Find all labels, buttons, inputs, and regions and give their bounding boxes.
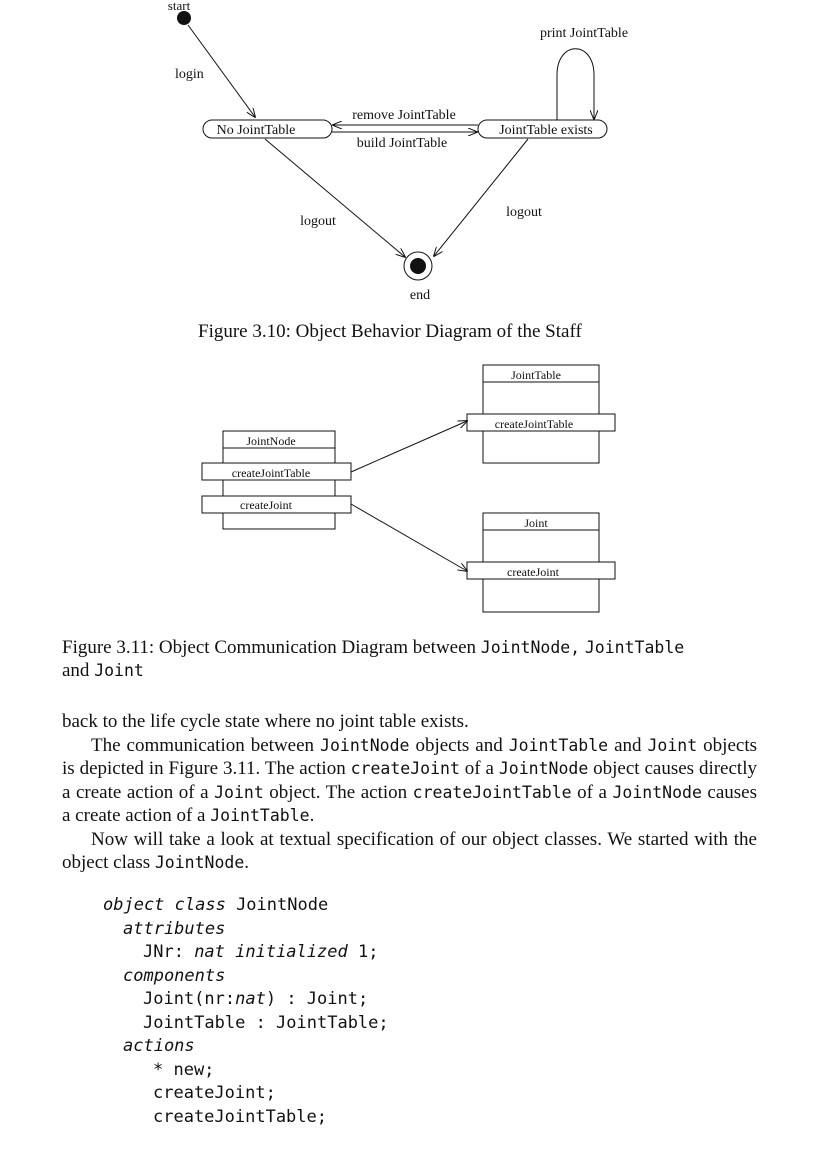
- comm-arrow-createjointtable: [350, 421, 467, 473]
- code-l8: * new;: [153, 1059, 215, 1080]
- p2-t5: of a: [459, 758, 499, 779]
- paragraph-2: The communication between JointNode obje…: [62, 734, 757, 828]
- code-line-8: * new;: [103, 1059, 389, 1083]
- code-line-4: components: [103, 965, 389, 989]
- start-node: [177, 11, 191, 25]
- fig311-caption-code3: Joint: [94, 661, 144, 680]
- joint-title: Joint: [524, 516, 548, 530]
- p2-t4: objects is depicted in Figure 3.11. The …: [62, 734, 757, 780]
- jointtable-action1-label: createJointTable: [495, 417, 573, 431]
- code-l5-a: Joint(nr:: [143, 989, 236, 1009]
- login-arrow: [187, 24, 255, 117]
- logout-right-label: logout: [506, 205, 542, 220]
- fig311-caption-mid: and: [62, 660, 90, 681]
- p2-t7: object. The action: [263, 781, 413, 803]
- p3-c1: JointNode: [154, 853, 245, 872]
- login-label: login: [175, 67, 204, 82]
- paragraph-1: back to the life cycle state where no jo…: [62, 711, 469, 732]
- p2-c9: JointTable: [210, 806, 310, 825]
- print-loop-arrow: [556, 48, 594, 120]
- joint-action1-label: createJoint: [507, 565, 560, 579]
- end-label: end: [410, 288, 430, 303]
- build-label: build JointTable: [357, 136, 447, 151]
- p2-t10: .: [309, 805, 315, 826]
- code-line-7: actions: [103, 1035, 389, 1059]
- figure-3-11-caption: Figure 3.11: Object Communication Diagra…: [62, 636, 757, 682]
- code-line-5: Joint(nr:nat) : Joint;: [103, 988, 389, 1012]
- object-jointnode: JointNode createJointTable createJoint: [201, 430, 352, 530]
- p2-t8: of a: [571, 781, 613, 803]
- fig311-caption-prefix: Figure 3.11: Object Communication Diagra…: [62, 637, 481, 658]
- jointtable-title: JointTable: [511, 368, 561, 382]
- logout-left-label: logout: [300, 214, 336, 229]
- p2-c5: JointNode: [498, 759, 589, 778]
- code-line-6: JointTable : JointTable;: [103, 1012, 389, 1036]
- code-l3-b: 1;: [347, 942, 379, 962]
- code-l9: createJoint;: [153, 1083, 276, 1103]
- p2-c1: JointNode: [320, 735, 410, 755]
- p2-c6: Joint: [214, 782, 264, 802]
- fig311-caption-code2: JointTable: [584, 638, 685, 657]
- comm-arrow-createjoint: [350, 503, 467, 571]
- code-l7: actions: [123, 1036, 195, 1056]
- code-l6: JointTable : JointTable;: [143, 1012, 389, 1033]
- code-l1-name: JointNode: [225, 895, 329, 915]
- code-line-10: createJointTable;: [103, 1106, 389, 1130]
- jointnode-action2-label: createJoint: [240, 498, 293, 512]
- code-l5-b: ) : Joint;: [265, 989, 369, 1009]
- state-no-jointtable: [202, 119, 333, 139]
- jointnode-title: JointNode: [246, 434, 295, 448]
- state-jointtable-exists: [477, 119, 608, 139]
- code-line-9: createJoint;: [103, 1082, 389, 1106]
- figure-3-11-diagram: JointNode createJointTable createJoint J…: [201, 364, 616, 613]
- p3-t2: .: [244, 852, 250, 873]
- code-listing: object class JointNode attributes JNr: n…: [103, 894, 389, 1129]
- object-joint: Joint createJoint: [466, 512, 616, 613]
- jointnode-action1-label: createJointTable: [232, 466, 310, 480]
- code-l10: createJointTable;: [153, 1106, 327, 1127]
- code-line-1: object class JointNode: [103, 894, 389, 918]
- p2-c8: JointNode: [612, 782, 702, 802]
- code-line-2: attributes: [103, 918, 389, 942]
- logout-left-arrow: [264, 138, 405, 257]
- p2-c4: createJoint: [350, 759, 460, 778]
- figure-3-10-diagram: start login No JointTable JointTable exi…: [168, 0, 628, 303]
- figure-3-10-caption: Figure 3.10: Object Behavior Diagram of …: [198, 321, 582, 342]
- p2-t2: objects and: [409, 734, 509, 756]
- start-label: start: [168, 0, 191, 13]
- code-l3-a: JNr:: [143, 942, 195, 962]
- print-label: print JointTable: [540, 26, 628, 41]
- p2-t9: causes a create action of a: [62, 781, 757, 827]
- p2-c7: createJointTable: [412, 782, 572, 802]
- code-l2: attributes: [123, 918, 226, 939]
- p2-t6: object causes directly a create action o…: [62, 758, 757, 803]
- paragraph-3: Now will take a look at textual specific…: [62, 828, 757, 875]
- p3-t1: Now will take a look at textual specific…: [62, 828, 757, 874]
- state-jointtable-exists-label: JointTable exists: [499, 123, 593, 138]
- code-l5-kw: nat: [235, 989, 266, 1009]
- fig311-caption-code1: JointNode,: [480, 638, 581, 657]
- state-no-jointtable-label: No JointTable: [217, 123, 296, 138]
- logout-right-arrow: [434, 138, 529, 256]
- p2-t3: and: [608, 734, 648, 756]
- object-jointtable: JointTable createJointTable: [466, 364, 616, 464]
- p2-c3: Joint: [647, 735, 698, 755]
- remove-label: remove JointTable: [352, 108, 456, 123]
- code-l1-kw: object class: [103, 895, 226, 915]
- code-l3-kw: nat initialized: [194, 942, 348, 962]
- code-l4: components: [123, 965, 226, 986]
- code-line-3: JNr: nat initialized 1;: [103, 941, 389, 965]
- body-text: back to the life cycle state where no jo…: [62, 710, 757, 875]
- end-node-dot: [410, 258, 426, 274]
- p2-t1: The communication between: [91, 734, 321, 756]
- p2-c2: JointTable: [508, 735, 609, 755]
